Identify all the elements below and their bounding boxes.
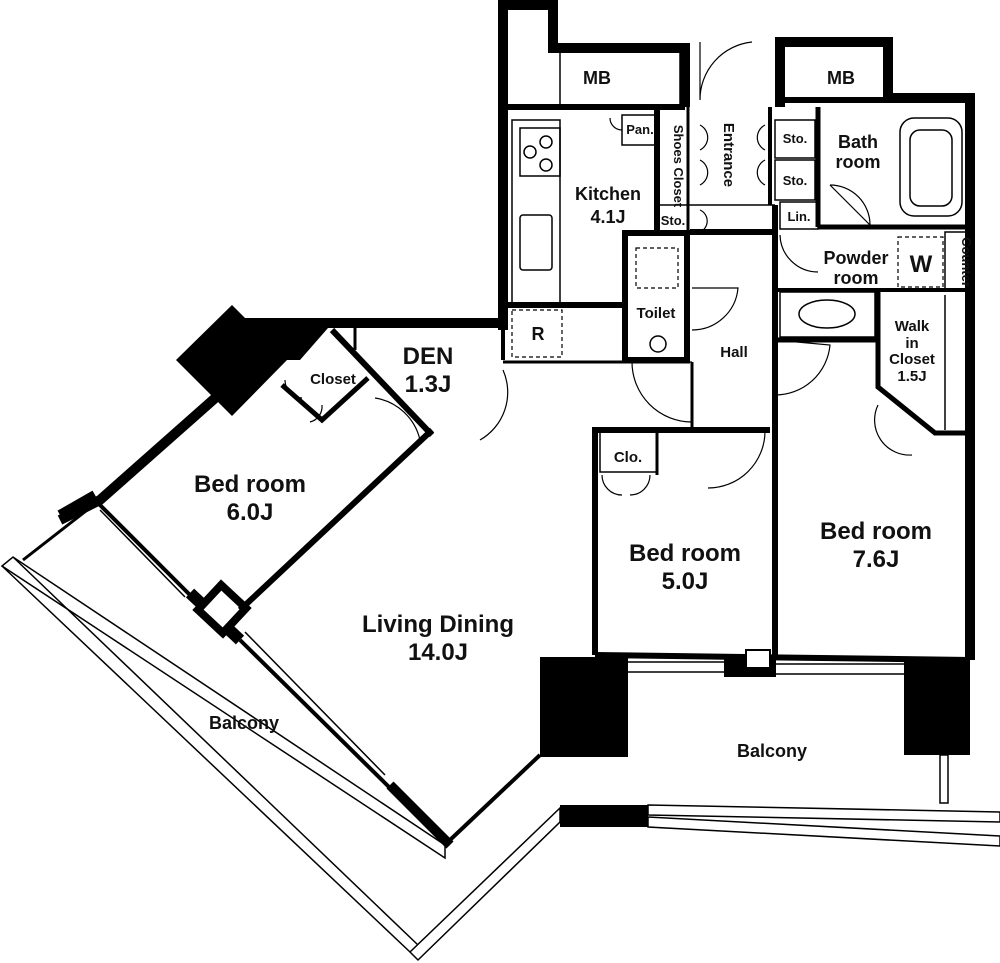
living-label: Living Dining: [362, 611, 514, 638]
bed2-size: 5.0J: [662, 568, 709, 595]
storage-label-3: Sto.: [661, 213, 686, 228]
bed1-label: Bed room: [194, 471, 306, 498]
balcony-right-label: Balcony: [737, 741, 807, 761]
balcony-left-label: Balcony: [209, 713, 279, 733]
mb-right-label: MB: [827, 68, 855, 88]
shoes-closet-label: Shoes Closet: [671, 125, 686, 208]
stove-icon: [523, 135, 553, 172]
washer-label: W: [910, 251, 933, 278]
linen-label: Lin.: [787, 209, 810, 224]
hall-label: Hall: [720, 344, 748, 361]
counter-label: Counter: [959, 237, 974, 287]
bed3-size: 7.6J: [853, 546, 900, 573]
windows: [99, 509, 904, 836]
interior-walls: [237, 47, 971, 660]
kitchen-label: Kitchen: [575, 184, 641, 204]
room-labels: MB MB Pan. Shoes Closet Entrance Sto. St…: [194, 68, 974, 761]
bath-label-1: Bath: [838, 132, 878, 152]
bed1-size: 6.0J: [227, 499, 274, 526]
powder-label-2: room: [834, 268, 879, 288]
storage-label-1: Sto.: [783, 131, 808, 146]
clo-label: Clo.: [614, 449, 642, 466]
walk-in-size: 1.5J: [897, 368, 926, 385]
walk-in-label-3: Closet: [889, 351, 935, 368]
closet-label: Closet: [310, 371, 356, 388]
entrance-label: Entrance: [720, 123, 737, 187]
toilet-label: Toilet: [637, 305, 676, 322]
walk-in-label-2: in: [905, 335, 918, 352]
pantry-label: Pan.: [626, 122, 653, 137]
den-label: DEN: [403, 343, 454, 370]
refrigerator-label: R: [532, 324, 545, 344]
balcony-railing-right: [560, 754, 1000, 847]
bed3-label: Bed room: [820, 518, 932, 545]
den-size: 1.3J: [405, 371, 452, 398]
storage-label-2: Sto.: [783, 173, 808, 188]
walk-in-label-1: Walk: [895, 318, 930, 335]
living-size: 14.0J: [408, 639, 468, 666]
columns: [176, 305, 970, 765]
bed2-label: Bed room: [629, 540, 741, 567]
doors: [284, 41, 913, 496]
bath-label-2: room: [836, 152, 881, 172]
kitchen-size: 4.1J: [590, 207, 625, 227]
mb-left-label: MB: [583, 68, 611, 88]
powder-label-1: Powder: [823, 248, 888, 268]
